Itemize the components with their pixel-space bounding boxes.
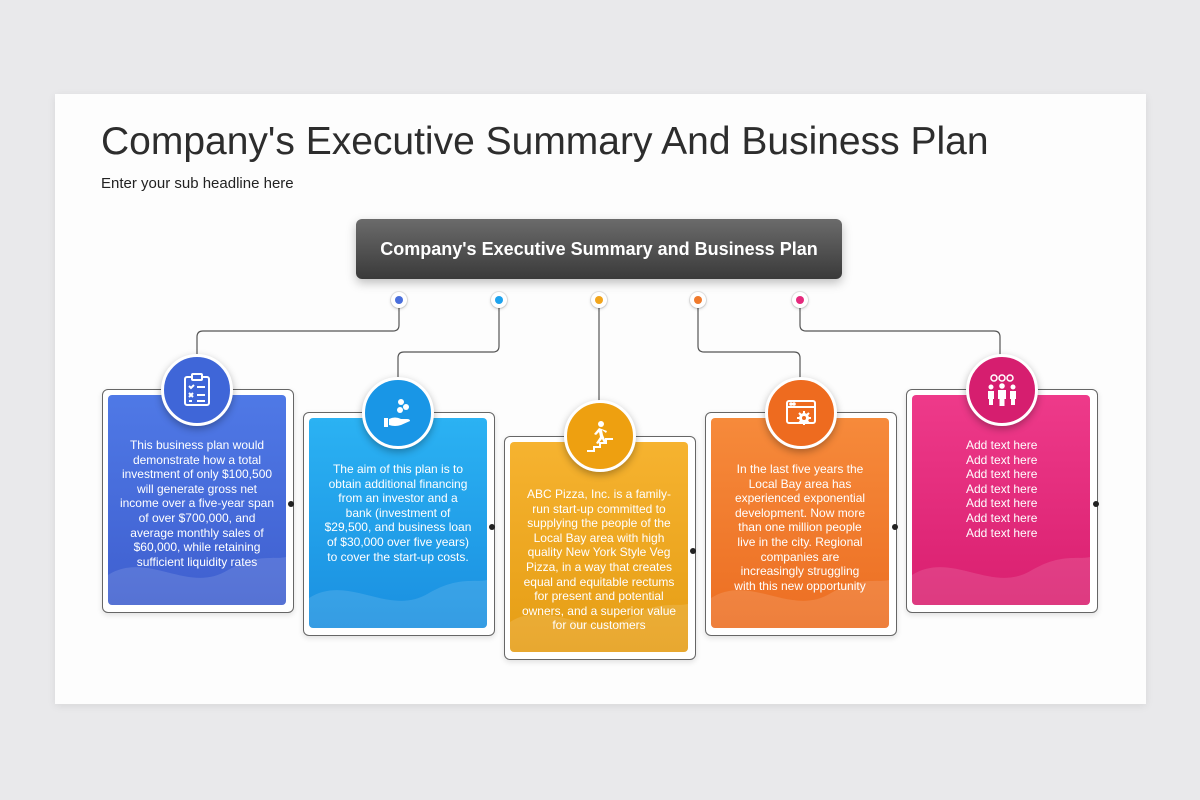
team-settings-icon xyxy=(988,374,1016,406)
connector-node-2 xyxy=(491,292,507,308)
page-title: Company's Executive Summary And Business… xyxy=(101,120,989,163)
connector-dot-3 xyxy=(690,548,696,554)
connector-node-4 xyxy=(690,292,706,308)
card-text-3: ABC Pizza, Inc. is a family-run start-up… xyxy=(521,487,677,633)
badge-2 xyxy=(362,377,434,449)
hand-coins-icon xyxy=(384,399,410,427)
connector-node-5 xyxy=(792,292,808,308)
connector-dot-5 xyxy=(1093,501,1099,507)
connector-dot-1 xyxy=(288,501,294,507)
page-subtitle: Enter your sub headline here xyxy=(101,175,294,192)
connector-dot-4 xyxy=(892,524,898,530)
badge-4 xyxy=(765,377,837,449)
web-settings-icon xyxy=(786,400,816,425)
connector-node-1 xyxy=(391,292,407,308)
connector-dot-2 xyxy=(489,524,495,530)
header-bar: Company's Executive Summary and Business… xyxy=(356,219,842,279)
info-card-3: ABC Pizza, Inc. is a family-run start-up… xyxy=(510,442,688,652)
header-bar-label: Company's Executive Summary and Business… xyxy=(380,238,818,259)
badge-1 xyxy=(161,354,233,426)
clipboard-checklist-icon xyxy=(184,373,210,406)
connector-node-3 xyxy=(591,292,607,308)
climbing-stairs-icon xyxy=(587,421,613,452)
badge-3 xyxy=(564,400,636,472)
badge-5 xyxy=(966,354,1038,426)
